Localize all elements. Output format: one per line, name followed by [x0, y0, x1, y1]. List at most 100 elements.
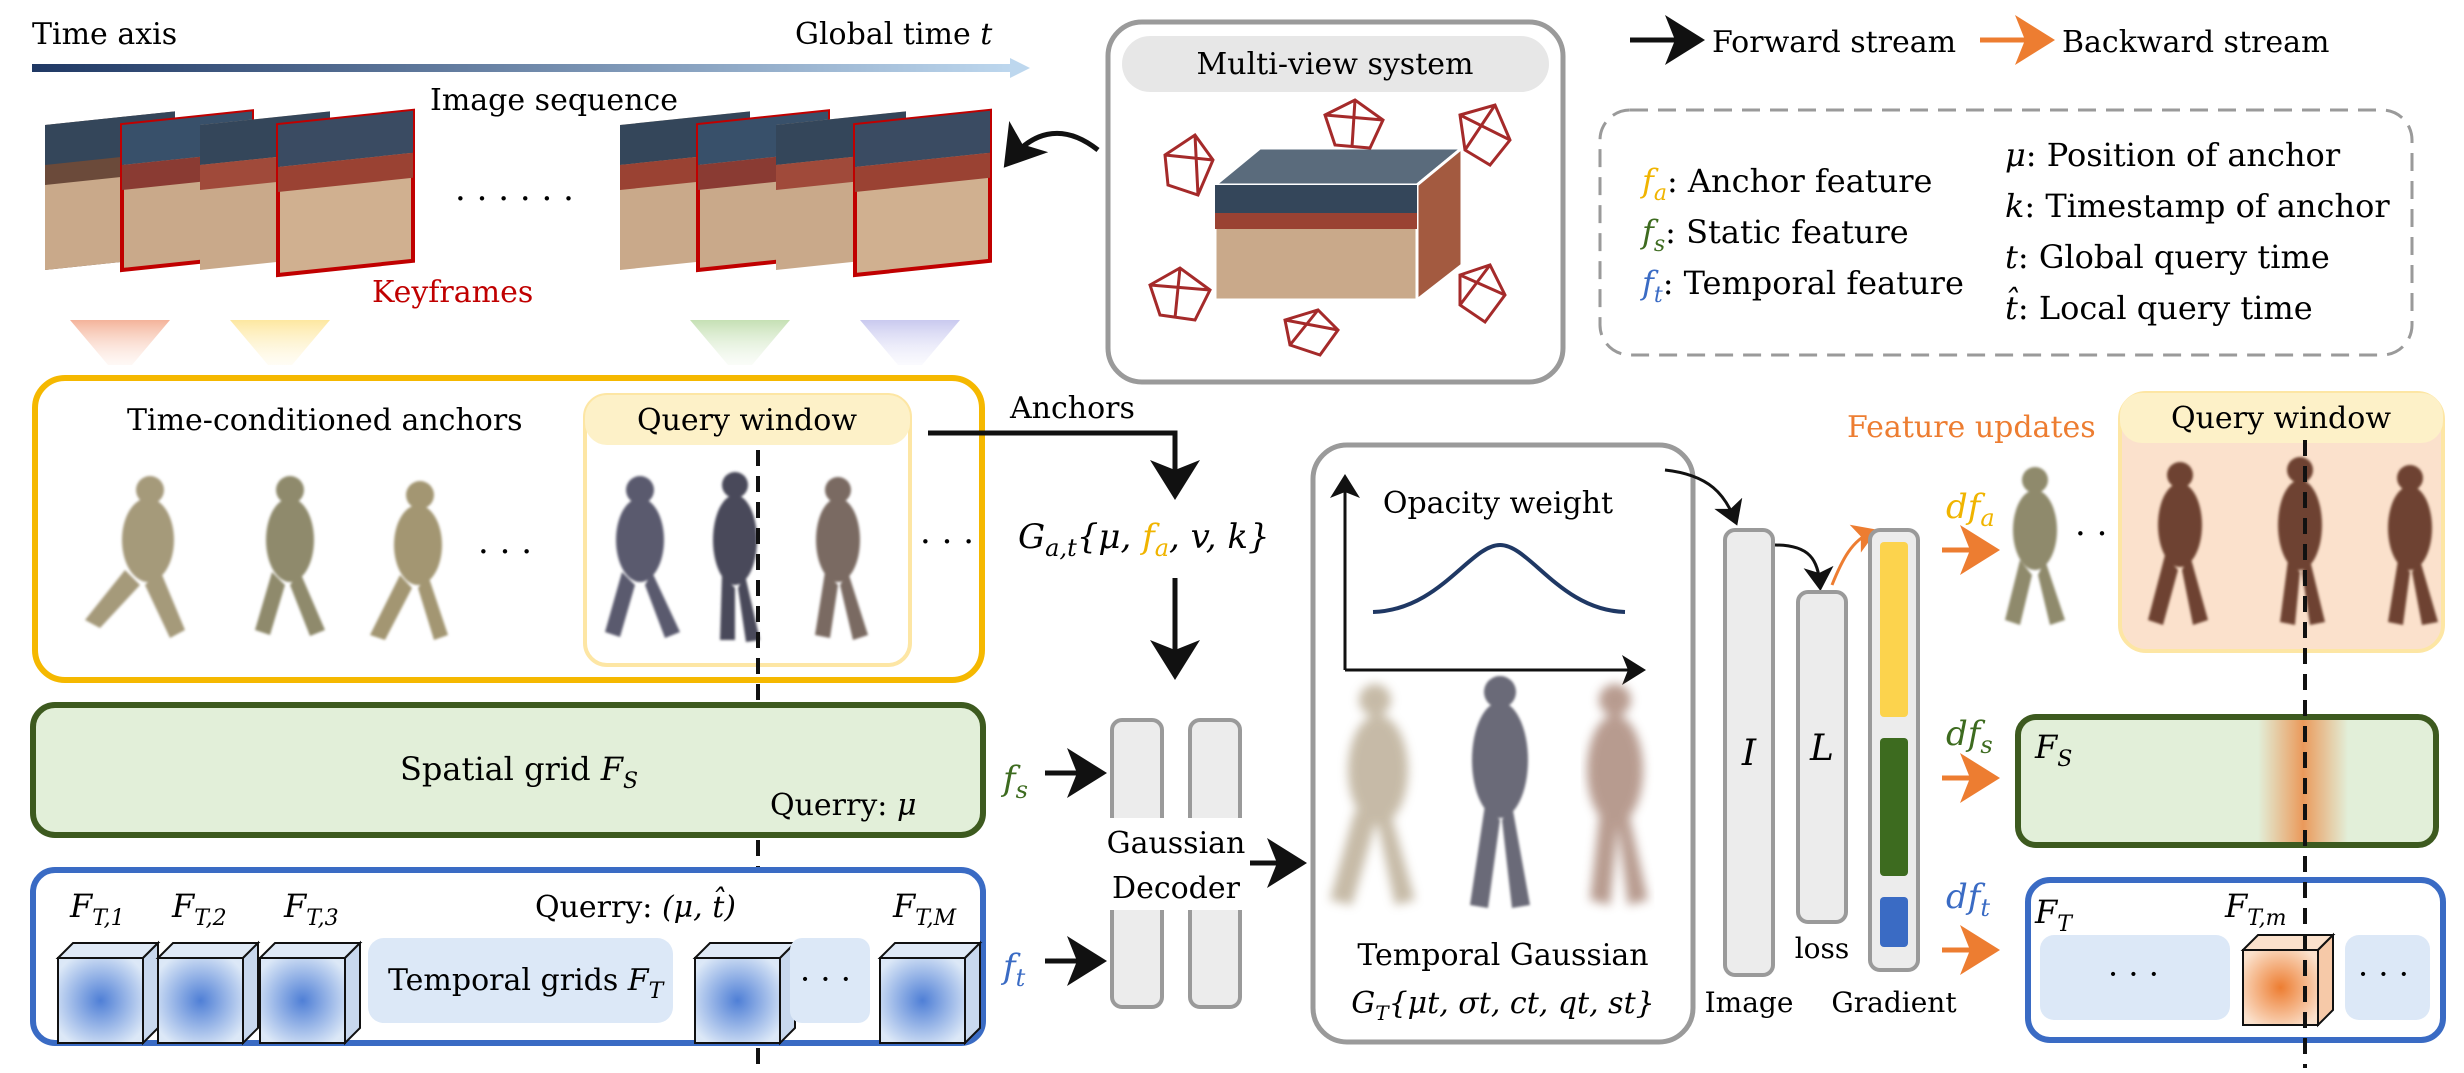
decoder-label-bg [1103, 818, 1250, 910]
blurred-figure [1587, 684, 1648, 905]
image-symbol: I [1741, 733, 1757, 774]
time-axis-arrowhead [1010, 58, 1030, 78]
funnel-red [70, 320, 170, 365]
gradient-anchor-segment [1880, 542, 1908, 717]
anchor-figure [713, 472, 760, 642]
feature-updates-title: Feature updates [1847, 410, 2096, 445]
temporal-grids-label-bg [368, 938, 673, 1023]
updated-temporal-ellipsis: · · · [2108, 955, 2159, 993]
updated-figures [2148, 457, 2438, 625]
spatial-query-label: Querry: μ [770, 788, 916, 823]
anchors-ellipsis-right: · · · [920, 522, 974, 562]
camera-icon [1163, 132, 1215, 197]
anchors-ellipsis: · · · [478, 532, 532, 572]
updated-figure [2388, 465, 2438, 625]
loss-to-gradient-arrow [1830, 524, 1878, 586]
multiview-title-bg [1122, 36, 1549, 92]
frame-stack-left [45, 108, 415, 278]
updated-query-window-title: Query window [2171, 401, 2391, 436]
anchors-arrow-label: Anchors [1009, 391, 1135, 426]
anchor-figures [85, 472, 868, 642]
decoder-label-line2: Decoder [1112, 871, 1241, 906]
updated-ft-label: FT [2034, 893, 2074, 937]
forward-stream-label: Forward stream [1712, 25, 1956, 60]
anchor-figure [605, 476, 680, 638]
anchors-title: Time-conditioned anchors [127, 403, 523, 438]
cube-label-3: FT,3 [283, 887, 339, 931]
crowd [855, 110, 990, 167]
opacity-curve [1372, 542, 1626, 614]
feature-updates: Feature updates dfa · · · Query window d… [1847, 391, 2446, 1043]
updated-temporal-cube [2240, 932, 2336, 1028]
stream-legend: Forward stream Backward stream [1630, 15, 2329, 65]
time-axis-label: Time axis [32, 17, 177, 52]
def-k: k: Timestamp of anchor [2005, 187, 2390, 225]
temporal-cube [55, 940, 161, 1046]
def-static-feature: fs: Static feature [1640, 213, 1909, 257]
render-gradient: Gradient [1831, 528, 1957, 1019]
gradient-label: Gradient [1831, 986, 1957, 1019]
loss-symbol: L [1809, 728, 1834, 769]
image-to-loss-arrow [1774, 543, 1834, 591]
def-temporal-feature: ft: Temporal feature [1640, 264, 1964, 308]
multiview-panel: Multi-view system [1003, 19, 1566, 385]
image-sequence: Image sequence · [45, 83, 992, 365]
temporal-grids-label: Temporal grids FT [388, 963, 666, 1004]
court-edge [855, 152, 990, 192]
cube-label-1: FT,1 [69, 887, 125, 931]
backward-stream-label: Backward stream [2062, 25, 2329, 60]
anchors-flow-arrow [928, 430, 1200, 500]
loss-bar [1796, 590, 1848, 924]
temporal-gaussian-panel: Opacity weight Temporal Gaussian GT{μt, … [1310, 442, 1696, 1045]
anchors-arrow: Anchors [928, 391, 1200, 500]
updated-temporal-ellipsis-bg [2040, 935, 2230, 1020]
updated-figure [2278, 457, 2325, 625]
updated-ftm-label: FT,m [2224, 887, 2287, 931]
image-bar [1723, 528, 1775, 977]
camera-icon [1458, 103, 1512, 167]
updated-temporal-ellipsis-bg-2 [2345, 935, 2430, 1020]
camera-icon [1458, 263, 1507, 325]
temporal-cube [877, 940, 983, 1046]
temporal-cube [692, 940, 798, 1046]
image-sequence-label: Image sequence [430, 83, 678, 118]
updated-temporal-ellipsis-2: · · · [2358, 955, 2409, 993]
temporal-cube [155, 940, 261, 1046]
image-sequence-ellipsis: · · · · · · [455, 179, 574, 219]
def-mu: μ: Position of anchor [2005, 136, 2341, 174]
blurred-figure [1330, 684, 1415, 905]
decoder-fs-input: fs [1000, 759, 1028, 804]
cube-label-2: FT,2 [171, 887, 227, 931]
temporal-query-label: Querry: (μ, t̂) [535, 886, 736, 925]
query-window-title-bg [585, 395, 910, 445]
camera-icon [1148, 266, 1212, 322]
anchors-panel: Time-conditioned anchors Query window [32, 375, 985, 683]
temporal-cube [257, 940, 363, 1046]
multiview-title: Multi-view system [1197, 47, 1474, 82]
def-anchor-feature: fa: Anchor feature [1640, 162, 1932, 206]
gaussian-to-image-arrow [1664, 468, 1743, 526]
decoder-ft-input: ft [1000, 947, 1026, 992]
temporal-gaussian-formula: GT{μt, σt, ct, qt, st} [1351, 986, 1654, 1025]
temporal-grids-panel: FT,1 FT,2 FT,3 FT,M Temporal grids FT Qu… [30, 867, 986, 1046]
court-edge [278, 152, 413, 192]
definitions-box: fa: Anchor feature fs: Static feature ft… [1598, 108, 2414, 357]
dfs-label: dfs [1946, 714, 1993, 759]
anchor-formula: Ga,t{μ, fa, v, k} [1018, 517, 1270, 562]
query-window-title: Query window [637, 403, 857, 438]
dft-label: dft [1946, 877, 1990, 922]
multiview-to-frames-arrow [1003, 120, 1100, 168]
court-box [1210, 144, 1467, 304]
anchor-figure [85, 476, 185, 638]
anchor-figure [815, 477, 868, 640]
gaussian-figures [1330, 676, 1648, 908]
render-loss: L loss [1795, 590, 1849, 965]
time-axis-bar [32, 64, 1012, 72]
definitions-border [1598, 108, 2414, 357]
temporal-gaussian-title: Temporal Gaussian [1357, 938, 1648, 973]
updated-query-window-title-bg [2120, 393, 2443, 443]
updated-anchor-figure [2005, 467, 2065, 625]
temporal-ellipsis: · · · [800, 960, 851, 998]
time-axis: Time axis Global time t [32, 17, 1030, 78]
crowd [278, 110, 413, 167]
